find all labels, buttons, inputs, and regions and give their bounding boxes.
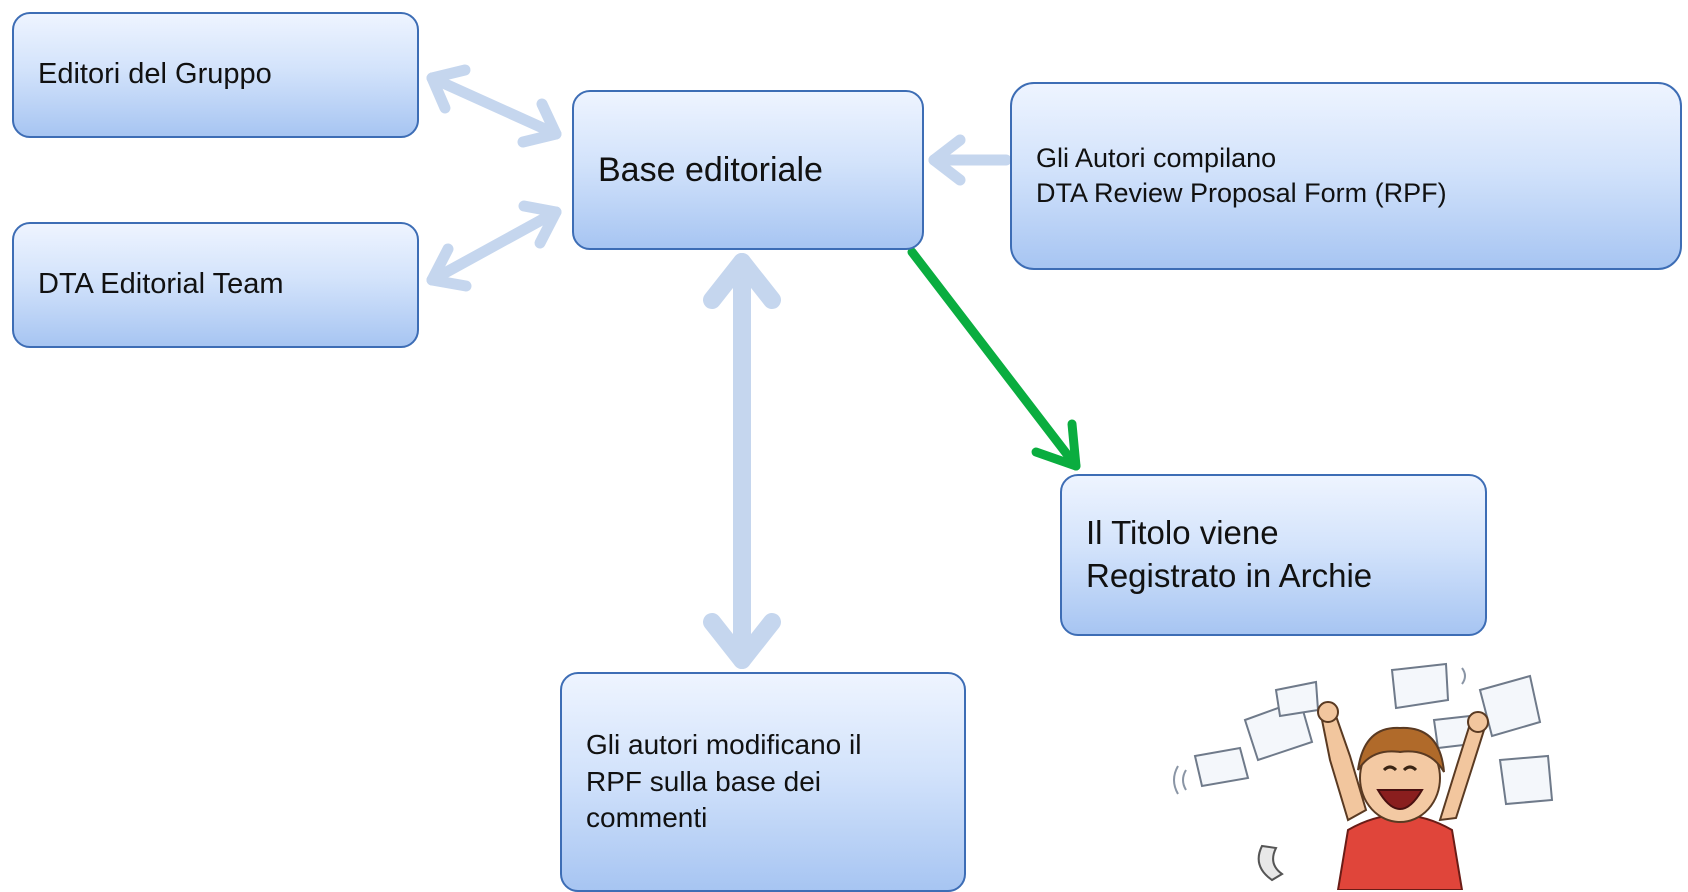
laughing-face [1357, 726, 1445, 823]
node-autori-compilano: Gli Autori compilano DTA Review Proposal… [1010, 82, 1682, 270]
raised-arms [1317, 701, 1489, 822]
node-label: Base editoriale [598, 150, 823, 189]
arrow-autori-base [928, 134, 1012, 186]
node-label: DTA Editorial Team [38, 268, 284, 301]
node-editori-del-gruppo: Editori del Gruppo [12, 12, 419, 138]
arrow-base-modifica [703, 253, 781, 669]
arrow-team-base [426, 200, 562, 292]
red-shirt [1336, 814, 1464, 890]
flying-papers [1193, 662, 1554, 806]
telephone-icon [1257, 844, 1284, 882]
arrow-base-titolo [907, 247, 1081, 471]
node-base-editoriale: Base editoriale [572, 90, 924, 250]
node-label: Il Titolo viene Registrato in Archie [1086, 514, 1373, 594]
node-label: Gli autori modificano il RPF sulla base … [586, 729, 862, 834]
node-label: Gli Autori compilano DTA Review Proposal… [1036, 142, 1447, 208]
node-dta-editorial-team: DTA Editorial Team [12, 222, 419, 348]
node-label: Editori del Gruppo [38, 58, 272, 91]
arrow-editori-base [426, 64, 562, 148]
node-titolo-registrato: Il Titolo viene Registrato in Archie [1060, 474, 1487, 636]
